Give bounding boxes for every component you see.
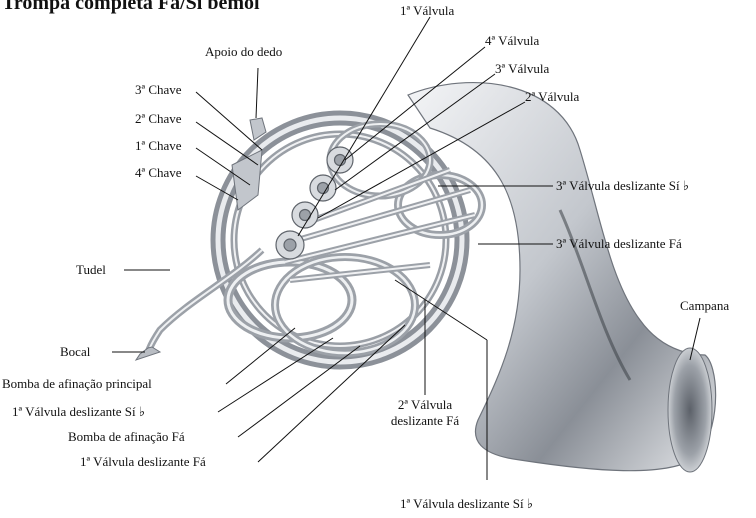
finger-keys (232, 150, 262, 210)
label-valve-2: 2ª Válvula (525, 89, 579, 105)
label-valve2-slide-line1: 2ª Válvula (365, 397, 485, 413)
label-valve2-slide-f: 2ª Válvula deslizante Fá (365, 397, 485, 429)
diagram-title: Trompa completa Fá/Sí bemol (2, 0, 260, 15)
mouthpiece (136, 347, 160, 360)
label-thumb-rest: Apoio do dedo (205, 44, 282, 60)
label-key-3: 3ª Chave (135, 82, 182, 98)
label-leadpipe: Tudel (76, 262, 106, 278)
label-valve-1: 1ª Válvula (400, 3, 454, 19)
label-main-tuning-slide: Bomba de afinação principal (2, 376, 152, 392)
label-valve1-slide-f: 1ª Válvula deslizante Fá (80, 454, 206, 470)
label-valve3-slide-f: 3ª Válvula deslizante Fá (556, 236, 682, 252)
label-valve1-slide-bb: 1ª Válvula deslizante Sí ♭ (12, 404, 145, 420)
label-valve-4: 4ª Válvula (485, 33, 539, 49)
label-key-1: 1ª Chave (135, 138, 182, 154)
label-key-4: 4ª Chave (135, 165, 182, 181)
label-mouthpiece: Bocal (60, 344, 90, 360)
label-key-2: 2ª Chave (135, 111, 182, 127)
label-tuning-slide-f: Bomba de afinação Fá (68, 429, 185, 445)
label-valve3-slide-bb: 3ª Válvula deslizante Sí ♭ (556, 178, 689, 194)
label-valve-3: 3ª Válvula (495, 61, 549, 77)
label-valve2-slide-line2: deslizante Fá (365, 413, 485, 429)
bell-mouth (668, 348, 712, 472)
label-bell: Campana (680, 298, 729, 314)
label-valve1-slide-bb-bottom: 1ª Válvula deslizante Sí ♭ (400, 496, 533, 512)
